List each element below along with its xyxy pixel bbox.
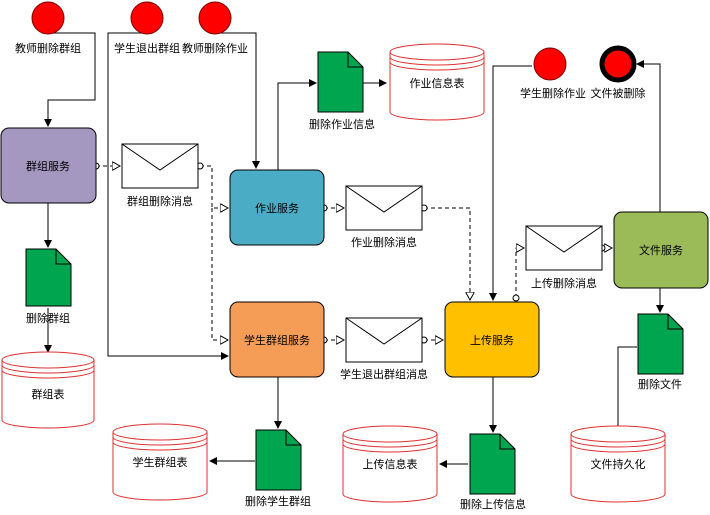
table-label: 群组表 <box>32 387 65 401</box>
edge-teacher-delete-homework-to-homework-service <box>215 32 260 169</box>
service-label: 作业服务 <box>255 202 299 215</box>
flow-group-msg-to-homework <box>200 165 228 208</box>
table-label: 上传信息表 <box>363 457 418 471</box>
table-label: 学生群组表 <box>133 455 188 469</box>
service-label: 上传服务 <box>470 334 514 347</box>
document-label: 删除群组 <box>26 311 70 325</box>
message-flows <box>92 163 612 343</box>
event-label: 学生删除作业 <box>520 86 586 100</box>
event-student-quit-group: 学生退出群组 <box>114 1 180 55</box>
document-label: 删除学生群组 <box>245 494 311 508</box>
table-label: 文件持久化 <box>591 457 646 471</box>
table-upload-info: 上传信息表 <box>342 425 438 503</box>
message-student-quit: 学生退出群组消息 <box>340 317 428 381</box>
event-label: 教师删除作业 <box>182 41 248 55</box>
event-teacher-delete-homework: 教师删除作业 <box>182 1 248 55</box>
service-label: 学生群组服务 <box>244 333 310 347</box>
table-student-group: 学生群组表 <box>112 423 208 501</box>
table-homework-info: 作业信息表 <box>389 43 485 121</box>
flow-upload-to-upload-msg <box>515 248 524 298</box>
flow-group-msg-to-student-group <box>211 208 228 340</box>
document-delete-upload-info: 删除上传信息 <box>460 433 526 511</box>
service-label: 文件服务 <box>639 243 683 257</box>
document-label: 删除作业信息 <box>309 117 375 131</box>
edge-homework-service-to-delete-homework-info <box>277 79 317 170</box>
message-label: 上传删除消息 <box>531 276 597 290</box>
message-upload-delete: 上传删除消息 <box>525 225 603 290</box>
flow-homework-msg-to-upload <box>424 207 470 300</box>
table-label: 作业信息表 <box>410 76 465 90</box>
documents: 删除群组 删除作业信息 删除学生群组 删除上传信息 删除文件 <box>25 51 684 511</box>
edge-student-quit-to-student-group-service <box>107 32 229 360</box>
event-file-deleted: 文件被删除 <box>591 45 646 100</box>
message-group-delete: 群组删除消息 <box>121 143 199 208</box>
message-label: 群组删除消息 <box>127 194 193 208</box>
table-group: 群组表 <box>1 351 95 429</box>
document-delete-student-group: 删除学生群组 <box>245 429 311 508</box>
document-label: 删除文件 <box>638 377 682 391</box>
messages: 群组删除消息 作业删除消息 学生退出群组消息 上传删除消息 <box>121 143 603 381</box>
table-file-persist: 文件持久化 <box>570 425 666 503</box>
edge-teacher-delete-group-to-group-service <box>44 32 96 127</box>
service-file: 文件服务 <box>613 211 709 289</box>
event-label: 学生退出群组 <box>114 41 180 55</box>
service-group: 群组服务 <box>0 127 97 204</box>
service-student-group: 学生群组服务 <box>229 301 325 378</box>
service-label: 群组服务 <box>26 159 70 173</box>
message-label: 作业删除消息 <box>351 235 417 249</box>
edge-student-delete-homework-to-upload <box>489 65 532 301</box>
edge-file-service-to-file-deleted <box>636 60 661 212</box>
services: 群组服务 作业服务 学生群组服务 上传服务 文件服务 <box>0 127 709 378</box>
tables: 群组表 作业信息表 学生群组表 上传信息表 文件 <box>1 43 666 503</box>
document-delete-homework-info: 删除作业信息 <box>309 51 375 131</box>
edge-delete-file-to-persist <box>617 346 637 428</box>
event-teacher-delete-group: 教师删除群组 <box>15 1 81 55</box>
event-label: 文件被删除 <box>591 86 646 100</box>
connectors <box>44 32 664 468</box>
document-delete-group: 删除群组 <box>25 248 72 325</box>
service-upload: 上传服务 <box>444 301 540 378</box>
document-delete-file: 删除文件 <box>637 313 684 391</box>
message-label: 学生退出群组消息 <box>340 367 428 381</box>
event-student-delete-homework: 学生删除作业 <box>520 47 586 100</box>
service-homework: 作业服务 <box>229 169 325 246</box>
message-homework-delete: 作业删除消息 <box>345 185 423 249</box>
events: 教师删除群组 学生退出群组 教师删除作业 学生删除作业 文件被删除 <box>15 1 646 100</box>
event-label: 教师删除群组 <box>15 41 81 55</box>
document-label: 删除上传信息 <box>460 497 526 511</box>
